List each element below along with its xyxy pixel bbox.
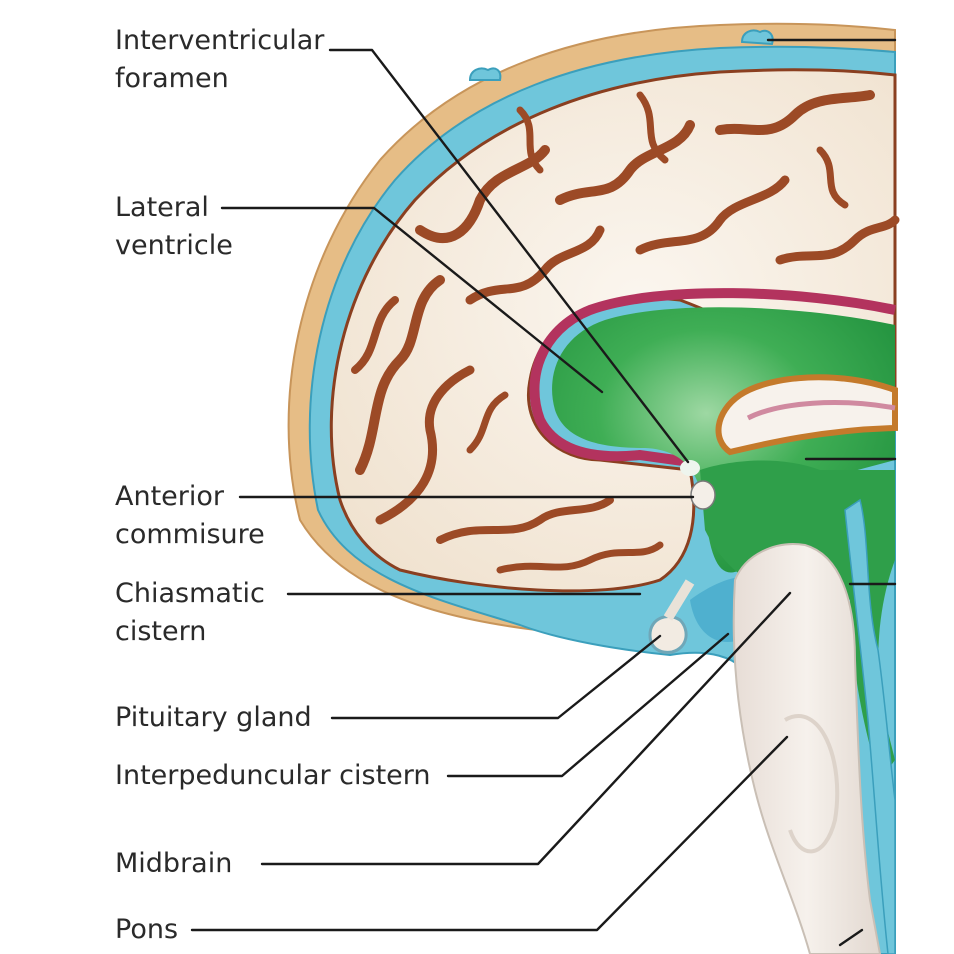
leader-lateral-ventricle bbox=[220, 206, 604, 394]
arachnoid-granulation bbox=[468, 67, 502, 81]
leader-pituitary-gland bbox=[330, 634, 662, 720]
label-interventricular-foramen-line1: Interventricular bbox=[115, 25, 325, 56]
label-interventricular-foramen-line2: foramen bbox=[115, 63, 229, 94]
label-anterior-commisure: Anterior commisure bbox=[115, 478, 265, 554]
arachnoid-granulation bbox=[740, 29, 774, 46]
label-pituitary-gland: Pituitary gland bbox=[115, 702, 312, 733]
label-pons: Pons bbox=[115, 914, 179, 945]
label-lateral-ventricle: Lateral ventricle bbox=[115, 189, 233, 265]
leader-interventricular-foramen bbox=[328, 48, 690, 464]
cerebral-aqueduct bbox=[844, 498, 896, 954]
label-chiasmatic-cistern-line2: cistern bbox=[115, 616, 207, 647]
label-lateral-ventricle-line2: ventricle bbox=[115, 230, 233, 261]
corpus-callosum bbox=[715, 374, 898, 456]
label-interpeduncular-cistern: Interpeduncular cistern bbox=[115, 760, 431, 791]
label-interventricular-foramen: Interventricular foramen bbox=[115, 22, 324, 98]
label-midbrain: Midbrain bbox=[115, 848, 233, 879]
brainstem bbox=[732, 543, 882, 954]
label-lateral-ventricle-line1: Lateral bbox=[115, 192, 209, 223]
anterior-commissure bbox=[690, 480, 716, 510]
pituitary-gland bbox=[648, 615, 688, 654]
third-ventricle bbox=[700, 460, 895, 780]
leader-interpeduncular-cistern bbox=[446, 632, 730, 778]
leader-right-3 bbox=[838, 928, 864, 947]
leader-lines bbox=[190, 38, 897, 947]
label-chiasmatic-cistern-line1: Chiasmatic bbox=[115, 578, 265, 609]
leader-midbrain bbox=[260, 591, 792, 866]
label-anterior-commisure-line2: commisure bbox=[115, 519, 265, 550]
pons-contour bbox=[784, 714, 840, 854]
label-chiasmatic-cistern: Chiasmatic cistern bbox=[115, 575, 265, 651]
label-anterior-commisure-line1: Anterior bbox=[115, 481, 225, 512]
leader-pons bbox=[190, 735, 789, 932]
gyri-pattern bbox=[351, 90, 900, 574]
interventricular-foramen bbox=[680, 460, 700, 476]
cingulate-border bbox=[529, 288, 897, 467]
